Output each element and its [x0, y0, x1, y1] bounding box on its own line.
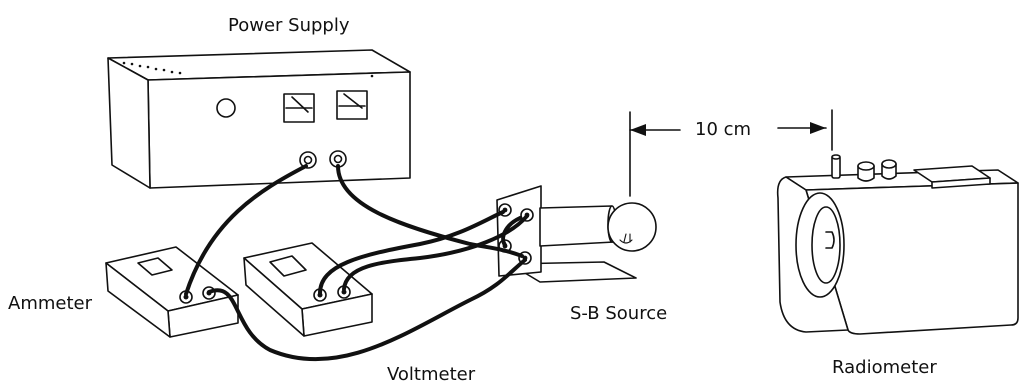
- distance-marker: [629, 109, 833, 197]
- radiometer-knobs: [831, 154, 991, 189]
- radiometer-label: Radiometer: [832, 357, 937, 378]
- distance-label: 10 cm: [695, 119, 751, 140]
- sb-source: [496, 185, 657, 283]
- power-supply-label: Power Supply: [228, 15, 350, 36]
- voltmeter-label: Voltmeter: [387, 364, 476, 384]
- wires: [184, 164, 529, 362]
- power-terminals: [299, 150, 347, 169]
- voltmeter: [243, 242, 373, 337]
- power-meter-1: [283, 93, 315, 123]
- radiometer: [776, 154, 1019, 335]
- power-knob: [216, 98, 236, 118]
- power-supply: [107, 49, 411, 189]
- vent-dots: [122, 61, 374, 78]
- power-meter-2: [336, 90, 368, 120]
- bulb: [607, 202, 657, 252]
- sb-source-label: S-B Source: [570, 303, 667, 324]
- ammeter-label: Ammeter: [8, 293, 93, 314]
- ammeter: [105, 246, 239, 338]
